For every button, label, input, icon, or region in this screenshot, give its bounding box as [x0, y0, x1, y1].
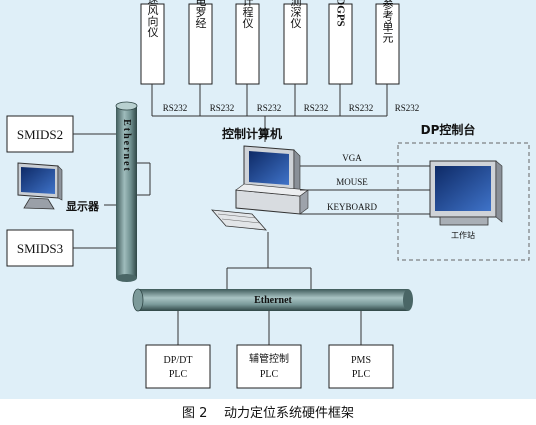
- figure-caption: 图 2 动力定位系统硬件框架: [182, 406, 354, 421]
- workstation-icon: [429, 160, 503, 226]
- smids2-box: [6, 115, 74, 153]
- workstation-label: 工作站: [451, 230, 475, 240]
- caption-band: [0, 399, 536, 425]
- display-label: 显示器: [66, 200, 100, 213]
- sensor-gyro-label: 电罗经: [194, 0, 207, 29]
- horizontal-ethernet-bus: [132, 288, 413, 312]
- sensor-log: 计程仪: [235, 0, 260, 85]
- sensor-log-label: 计程仪: [241, 0, 254, 29]
- rs232-label: RS232: [349, 103, 374, 113]
- rs232-label: RS232: [163, 103, 188, 113]
- computer-icon: [211, 145, 309, 231]
- console-title: DP控制台: [421, 122, 476, 137]
- sensor-mru: 运动参考单元: [375, 0, 400, 85]
- sensor-gyro: 电罗经: [188, 0, 213, 85]
- sensor-wind-label: 风速风向仪: [146, 0, 159, 38]
- plc-dpdt: DP/DT PLC: [145, 344, 211, 389]
- plc-auxiliary-line2: PLC: [260, 369, 279, 380]
- rs232-label: RS232: [257, 103, 282, 113]
- horizontal-bus-label: Ethernet: [254, 295, 292, 306]
- monitor-icon: [17, 162, 63, 210]
- mouse-label: MOUSE: [336, 177, 368, 187]
- computer-link-lines: [226, 165, 430, 289]
- plc-auxiliary-line1: 辅管控制: [249, 352, 289, 365]
- smids3-box: [6, 229, 74, 267]
- rs232-label: RS232: [210, 103, 235, 113]
- sensor-depth-label: 测深仪: [289, 0, 302, 29]
- smids3-label: SMIDS3: [17, 241, 63, 256]
- computer-label: 控制计算机: [222, 126, 282, 141]
- left-connectors: [73, 133, 151, 249]
- sensor-lines: [151, 84, 388, 142]
- sensor-group: 风速风向仪 电罗经 计程仪 测深仪 DGPS 运动参考单元: [140, 0, 400, 85]
- computer-link-labels: VGA MOUSE KEYBOARD: [327, 153, 378, 212]
- plc-pms-line2: PLC: [352, 369, 371, 380]
- sensor-mru-label: 运动参考单元: [381, 0, 394, 43]
- rs232-label: RS232: [304, 103, 329, 113]
- sensor-dgps-label: DGPS: [335, 0, 347, 27]
- console-box: [397, 142, 530, 261]
- plc-dpdt-line2: PLC: [169, 369, 188, 380]
- rs232-label: RS232: [395, 103, 420, 113]
- vga-label: VGA: [342, 153, 362, 163]
- smids2-label: SMIDS2: [17, 127, 63, 142]
- plc-auxiliary: 辅管控制 PLC: [236, 344, 302, 389]
- vertical-bus-label: Ethernet: [121, 119, 132, 173]
- plc-pms: PMS PLC: [328, 344, 394, 389]
- rs232-labels: RS232 RS232 RS232 RS232 RS232 RS232: [163, 103, 420, 113]
- plc-pms-line1: PMS: [351, 355, 371, 366]
- vertical-ethernet-bus: [115, 101, 138, 282]
- plc-dpdt-line1: DP/DT: [164, 355, 193, 366]
- keyboard-label: KEYBOARD: [327, 202, 378, 212]
- sensor-wind: 风速风向仪: [140, 0, 165, 85]
- sensor-dgps: DGPS: [328, 0, 353, 85]
- plc-lines: [177, 311, 362, 345]
- sensor-depth: 测深仪: [283, 0, 308, 85]
